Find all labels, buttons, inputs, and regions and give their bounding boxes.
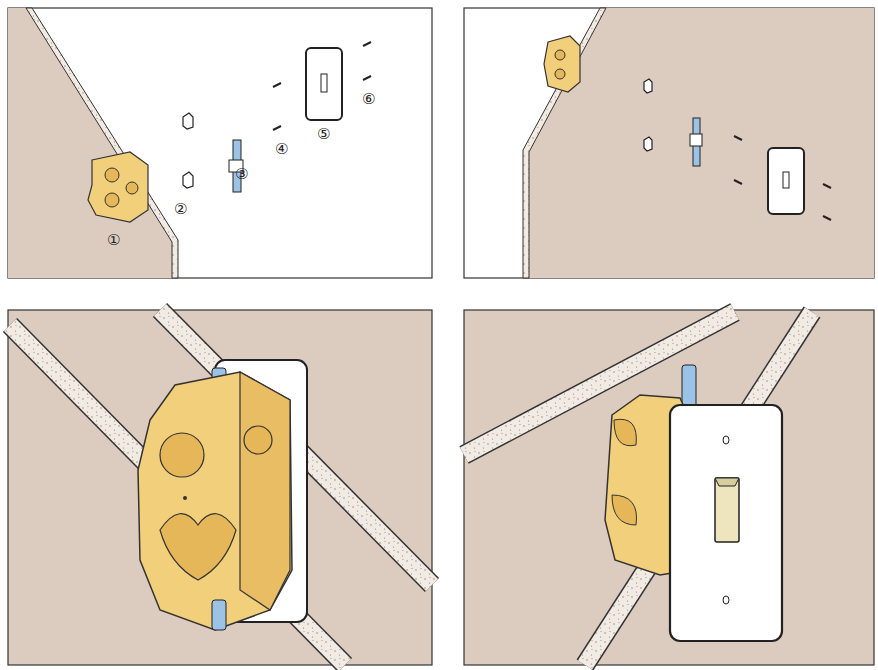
box-body [544,36,580,92]
callout-number: ③ [235,167,248,182]
knockout [614,419,636,445]
callout-number: ⑥ [362,92,375,107]
electrical-box [138,372,292,630]
panel-frame [464,8,874,278]
callout-number: ④ [275,142,288,157]
drywall-edge [10,325,345,665]
panel-exploded-right [464,8,874,278]
screw [273,83,281,87]
screw [273,126,281,130]
knockout [555,69,565,79]
mounting-clip [644,79,652,93]
knockout [160,514,236,580]
drywall-edge [26,8,178,278]
panel-frame [8,310,432,665]
screw [734,136,742,140]
mounting-clip [183,172,193,188]
drywall-edge [585,312,812,665]
switch-opening [321,74,327,92]
screw [363,42,371,46]
drywall-edge [585,312,812,665]
box-body [138,372,292,630]
switch-opening [783,172,789,188]
panel-finished-switch [464,310,874,665]
screw [723,596,729,604]
panel-exploded-left [8,8,432,278]
screw [823,184,831,188]
callout-number: ① [107,233,120,248]
wall-face [8,8,172,278]
electrical-box [88,152,148,222]
mounting-strap [212,600,226,630]
screw [734,180,742,184]
cover-plate [768,148,804,214]
box-side [240,372,290,610]
knockout [105,168,119,182]
screw-hole [183,496,187,500]
callout-number: ② [174,202,187,217]
screw [723,436,729,444]
screw [363,76,371,80]
knockout [555,50,565,60]
switch-body [690,134,702,146]
knockout [160,433,204,477]
knockout [126,182,138,194]
electrical-box [544,36,580,92]
knockout [105,193,119,207]
switch-toggle [715,478,739,542]
panel-frame [464,310,874,665]
drywall-edge [10,325,345,665]
panel-box-in-wall [8,310,432,665]
box-body [88,152,148,222]
panel-frame [8,8,432,278]
knockout [244,426,272,454]
knockout [612,495,637,525]
callout-number: ⑤ [317,127,330,142]
screw [823,216,831,220]
switch-toggle-top [715,478,739,486]
mounting-clip [644,137,652,151]
cover-plate [306,48,342,120]
drywall-edge [523,8,606,278]
cover-plate [670,405,782,641]
mounting-clip [183,113,193,129]
